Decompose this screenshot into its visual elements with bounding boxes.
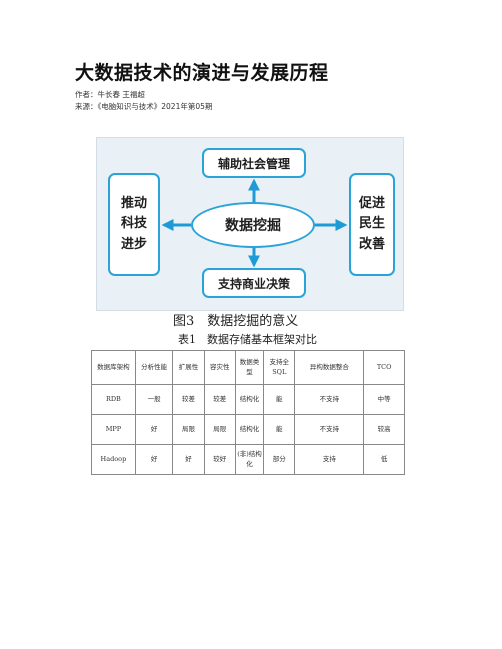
header-cell: 数据类型 (234, 350, 265, 385)
table-cell: 一般 (134, 384, 174, 415)
header-cell: 容灾性 (203, 350, 236, 385)
table-cell: 低 (363, 444, 405, 475)
storage-comparison-table: 数据库架构 分析性能 扩展性 容灾性 数据类型 支持全SQL 异构数据整合 TC… (91, 350, 405, 475)
table-cell: 不支持 (294, 384, 365, 415)
data-mining-diagram: 辅助社会管理 支持商业决策 推动 科技 进步 促进 民生 改善 数据挖掘 (96, 137, 404, 311)
table-cell: 结构化 (234, 414, 265, 445)
header-cell: 数据库架构 (91, 350, 136, 385)
table-cell: 部分 (263, 444, 296, 475)
node-tech-progress: 推动 科技 进步 (108, 173, 160, 276)
table-cell: 较差 (203, 384, 236, 415)
table-cell: MPP (91, 414, 136, 445)
figure-caption: 图3 数据挖掘的意义 (173, 314, 299, 329)
article-author: 作者：牛长春 王福超 (75, 90, 145, 99)
article-source: 来源：《电脑知识与技术》2021年第05期 (75, 102, 213, 111)
table-cell: 好 (134, 414, 174, 445)
article-title: 大数据技术的演进与发展历程 (75, 62, 329, 84)
table-caption: 表1 数据存储基本框架对比 (178, 333, 317, 346)
table-cell: Hadoop (91, 444, 136, 475)
table-cell: 局限 (172, 414, 205, 445)
table-cell: 支持 (294, 444, 365, 475)
table-cell: RDB (91, 384, 136, 415)
node-business-decision: 支持商业决策 (202, 268, 306, 298)
table-cell: (非)结构化 (234, 444, 265, 475)
table-cell: 中等 (363, 384, 405, 415)
table-cell: 较好 (203, 444, 236, 475)
table-cell: 结构化 (234, 384, 265, 415)
table-cell: 能 (263, 384, 296, 415)
table-cell: 好 (134, 444, 174, 475)
table-header-row: 数据库架构 分析性能 扩展性 容灾性 数据类型 支持全SQL 异构数据整合 TC… (91, 350, 405, 385)
header-cell: TCO (363, 350, 405, 385)
node-data-mining: 数据挖掘 (191, 202, 315, 248)
table-cell: 不支持 (294, 414, 365, 445)
header-cell: 异构数据整合 (294, 350, 365, 385)
table-row: MPP 好 局限 局限 结构化 能 不支持 较高 (91, 414, 405, 445)
node-livelihood: 促进 民生 改善 (349, 173, 395, 276)
table-cell: 好 (172, 444, 205, 475)
header-cell: 扩展性 (172, 350, 205, 385)
table-row: Hadoop 好 好 较好 (非)结构化 部分 支持 低 (91, 444, 405, 475)
diagram-arrows (161, 178, 348, 268)
table-cell: 较差 (172, 384, 205, 415)
table-row: RDB 一般 较差 较差 结构化 能 不支持 中等 (91, 384, 405, 415)
table-cell: 局限 (203, 414, 236, 445)
header-cell: 分析性能 (134, 350, 174, 385)
table-cell: 较高 (363, 414, 405, 445)
table-cell: 能 (263, 414, 296, 445)
header-cell: 支持全SQL (263, 350, 296, 385)
node-social-management: 辅助社会管理 (202, 148, 306, 178)
